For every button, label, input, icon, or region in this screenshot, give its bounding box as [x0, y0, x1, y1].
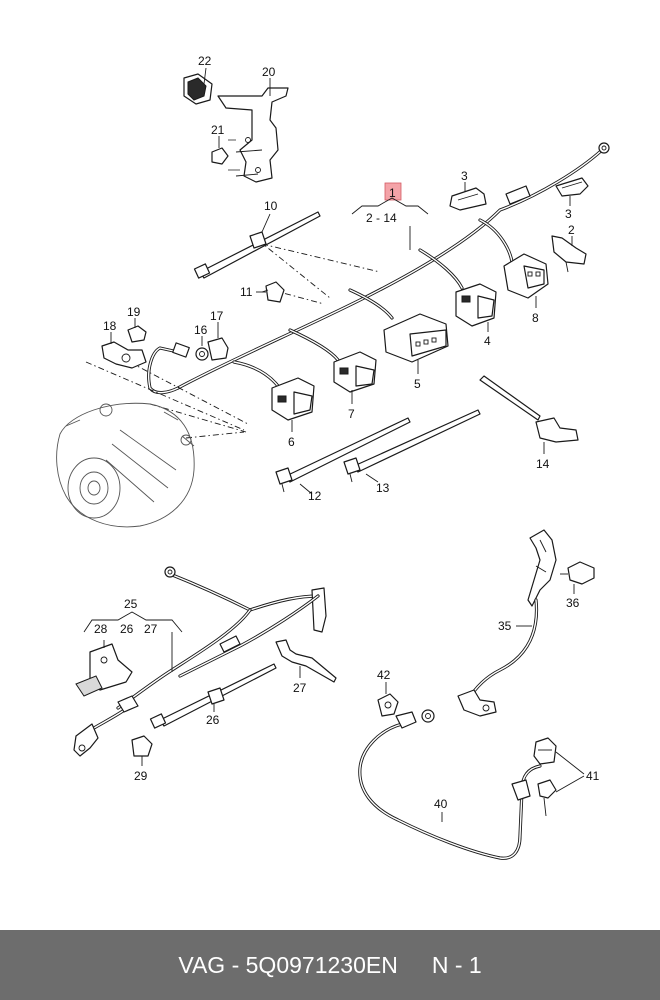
callout-12: 12	[308, 489, 322, 503]
callout-2: 2	[568, 223, 575, 237]
bolt-part-21	[211, 139, 263, 177]
connector-part-6	[271, 377, 315, 421]
callout-7: 7	[348, 407, 355, 421]
callout-22: 22	[198, 54, 212, 68]
connector-part-7	[333, 351, 377, 393]
callout-1: 1	[389, 186, 396, 200]
callout-6: 6	[288, 435, 295, 449]
callout-21: 21	[211, 123, 225, 137]
fastener-part-36: 36	[560, 561, 595, 610]
nut-part-19	[127, 325, 147, 343]
bracket-part-20	[217, 87, 289, 183]
washer-part-16	[195, 347, 209, 361]
connector-part-5	[383, 313, 449, 363]
part-number-text: VAG - 5Q0971230EN	[178, 951, 398, 978]
callout-16: 16	[194, 323, 208, 337]
ground-cable-part-40: 40	[358, 709, 542, 860]
wiring-harness-part-25: 25 28 26 27	[73, 566, 327, 757]
callout-14: 14	[536, 457, 550, 471]
callout-10: 10	[264, 199, 278, 213]
callout-3-right: 3	[565, 207, 572, 221]
callout-4: 4	[484, 334, 491, 348]
cable-tie-part-26: 26	[149, 663, 277, 729]
callout-41: 41	[586, 769, 600, 783]
callout-42: 42	[377, 668, 391, 682]
cable-tie-part-12	[275, 417, 411, 493]
fasteners-part-41: 41	[533, 737, 600, 817]
callout-40: 40	[434, 797, 448, 811]
clip-part-42: 42	[377, 668, 399, 717]
callout-25: 25	[124, 597, 138, 611]
alternator-ghost	[56, 402, 195, 528]
nut-part-29: 29	[131, 735, 153, 783]
highlighted-part-marker	[384, 182, 402, 201]
callout-5: 5	[414, 377, 421, 391]
callout-8: 8	[532, 311, 539, 325]
callout-17: 17	[210, 309, 224, 323]
cable-tie-part-10	[193, 211, 321, 279]
clip-part-27: 27	[275, 639, 337, 695]
clip-part-3	[449, 187, 487, 211]
connector-part-8	[503, 253, 549, 299]
cable-tie-part-14	[479, 375, 579, 443]
callout-18: 18	[103, 319, 117, 333]
clip-part-2	[551, 235, 587, 273]
callout-3-top: 3	[461, 169, 468, 183]
callout-26: 26	[206, 713, 220, 727]
part-info-footer: VAG - 5Q0971230EN N - 1	[0, 930, 660, 1000]
callout-27-group: 27	[144, 622, 158, 636]
callout-13: 13	[376, 481, 390, 495]
callout-11: 11	[240, 285, 253, 299]
callout-2-14: 2 - 14	[366, 211, 397, 225]
callout-36: 36	[566, 596, 580, 610]
cable-part-35: 35	[457, 529, 557, 717]
connector-part-4	[455, 283, 497, 327]
clip-part-3-right	[555, 177, 589, 197]
wiring-harness-part-1: 1 2 - 14 3	[147, 142, 610, 449]
bracket-part-28	[75, 640, 133, 697]
callout-26-group: 26	[120, 622, 134, 636]
callout-27: 27	[293, 681, 307, 695]
cap-part-17	[207, 337, 229, 361]
parts-diagram: 22 20 21 1 2 - 14	[56, 54, 610, 860]
quantity-text: N - 1	[431, 951, 482, 978]
callout-35: 35	[498, 619, 512, 633]
bracket-group: 22 20 21	[183, 54, 289, 183]
callout-19: 19	[127, 305, 141, 319]
callout-29: 29	[134, 769, 148, 783]
cable-tie-part-13	[343, 409, 481, 483]
callout-20: 20	[262, 65, 276, 79]
callout-28: 28	[94, 622, 108, 636]
small-parts-group: 18 19 16 17	[101, 305, 229, 369]
bracket-part-18	[101, 341, 147, 369]
